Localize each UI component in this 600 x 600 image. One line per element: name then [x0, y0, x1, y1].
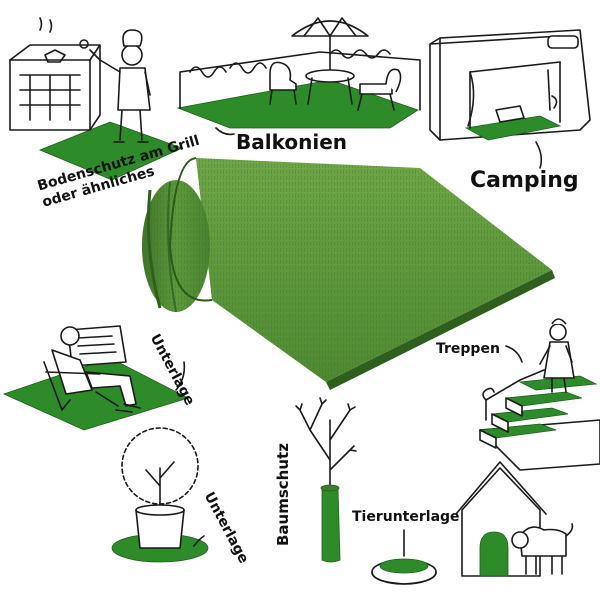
- pet-bed-scene: [371, 529, 437, 585]
- unterlage-top-pointer: [175, 361, 186, 391]
- potted-tree-scene: [111, 427, 209, 563]
- camping-pointer: [535, 141, 543, 169]
- label-baumschutz: Baumschutz: [274, 443, 292, 546]
- label-tierunterlage: Tierunterlage: [352, 509, 460, 525]
- balcony-scene: [176, 17, 421, 129]
- unterlage-bottom-pointer: [193, 535, 205, 547]
- reading-chair-scene: [2, 325, 190, 431]
- grill-scene: [9, 17, 184, 181]
- camping-scene: [429, 29, 591, 141]
- label-balkonien: Balkonien: [236, 130, 347, 154]
- grass-roll: [142, 157, 555, 390]
- treppen-pointer: [505, 345, 523, 363]
- tree-scene: [295, 397, 357, 563]
- doghouse-scene: [455, 461, 574, 577]
- balkonien-pointer: [215, 127, 235, 136]
- label-camping: Camping: [470, 168, 579, 193]
- stairs-scene: [478, 318, 600, 471]
- label-treppen: Treppen: [436, 341, 500, 357]
